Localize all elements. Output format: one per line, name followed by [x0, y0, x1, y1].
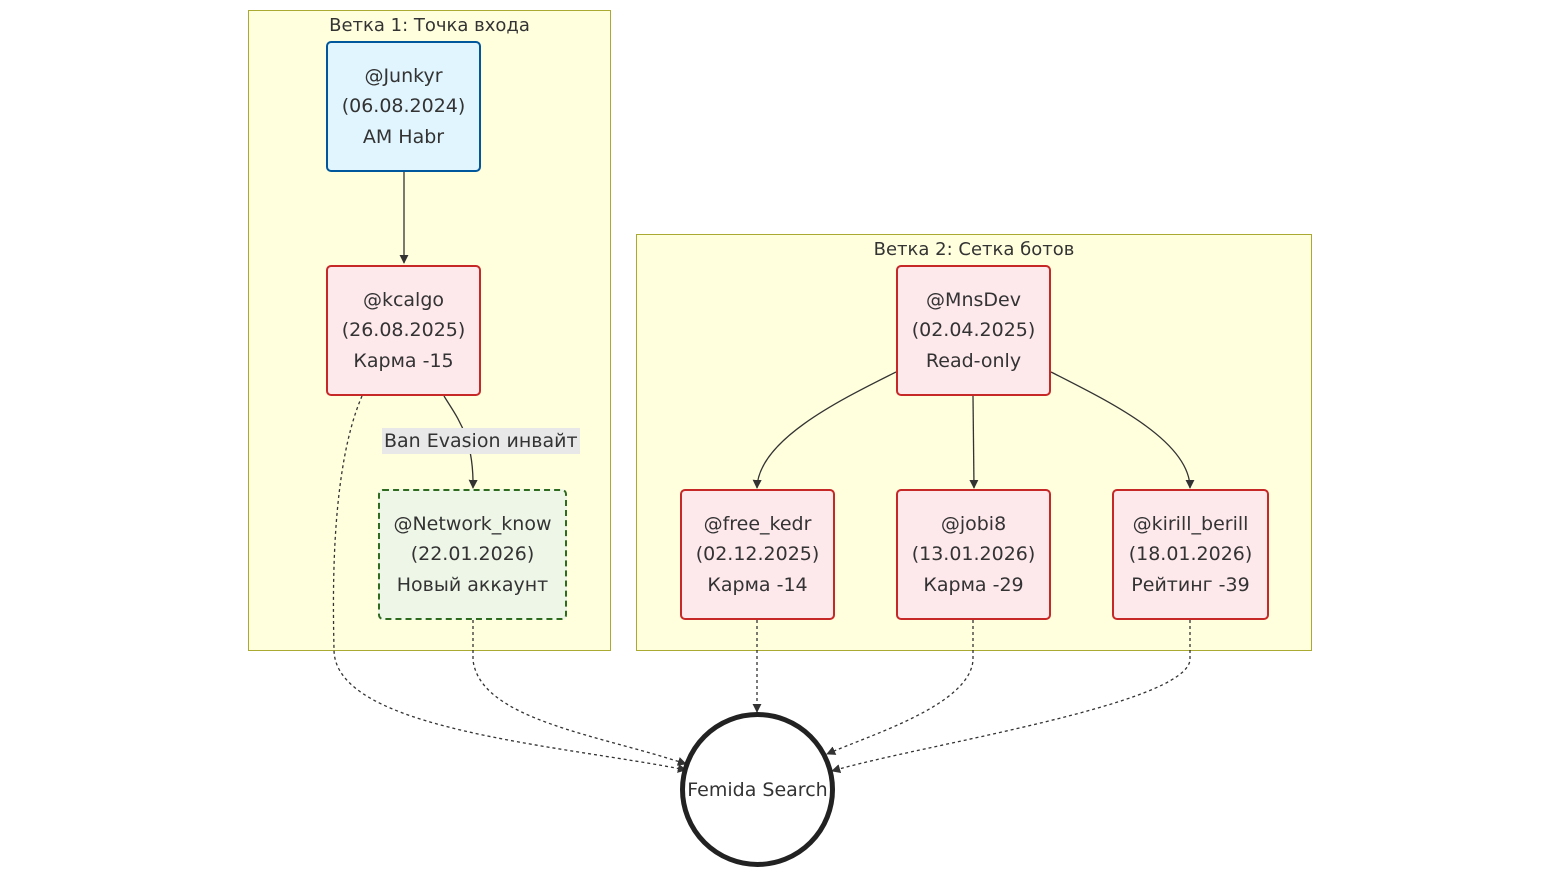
node-network-know[interactable]: @Network_know (22.01.2026) Новый аккаунт	[378, 489, 567, 620]
node-free-kedr[interactable]: @free_kedr (02.12.2025) Карма -14	[680, 489, 835, 620]
edge-label-ban-evasion: Ban Evasion инвайт	[382, 428, 580, 454]
node-jobi8[interactable]: @jobi8 (13.01.2026) Карма -29	[896, 489, 1051, 620]
cluster-branch-1-title: Ветка 1: Точка входа	[329, 15, 530, 36]
node-jobi8-handle: @jobi8	[940, 512, 1007, 535]
node-kirill-berill-note: Рейтинг -39	[1131, 573, 1250, 596]
node-jobi8-date: (13.01.2026)	[911, 543, 1036, 566]
node-junkyr[interactable]: @Junkyr (06.08.2024) AM Habr	[326, 41, 481, 172]
node-junkyr-handle: @Junkyr	[364, 64, 443, 87]
node-free-kedr-date: (02.12.2025)	[695, 543, 820, 566]
node-junkyr-note: AM Habr	[362, 125, 445, 148]
node-kcalgo[interactable]: @kcalgo (26.08.2025) Карма -15	[326, 265, 481, 396]
node-kirill-berill-handle: @kirill_berill	[1132, 512, 1249, 535]
node-network-know-note: Новый аккаунт	[396, 573, 549, 596]
node-femida-search[interactable]: Femida Search	[680, 712, 835, 867]
node-free-kedr-handle: @free_kedr	[703, 512, 812, 535]
node-kcalgo-handle: @kcalgo	[362, 288, 445, 311]
node-kcalgo-date: (26.08.2025)	[341, 319, 466, 342]
node-mnsdev-note: Read-only	[925, 349, 1022, 372]
node-jobi8-note: Карма -29	[923, 573, 1024, 596]
node-femida-search-label: Femida Search	[687, 778, 828, 801]
node-junkyr-date: (06.08.2024)	[341, 95, 466, 118]
node-kcalgo-note: Карма -15	[353, 349, 454, 372]
cluster-branch-2-title: Ветка 2: Сетка ботов	[873, 239, 1075, 260]
node-kirill-berill-date: (18.01.2026)	[1128, 543, 1253, 566]
node-mnsdev[interactable]: @MnsDev (02.04.2025) Read-only	[896, 265, 1051, 396]
node-free-kedr-note: Карма -14	[707, 573, 808, 596]
node-network-know-handle: @Network_know	[393, 512, 552, 535]
node-kirill-berill[interactable]: @kirill_berill (18.01.2026) Рейтинг -39	[1112, 489, 1269, 620]
node-network-know-date: (22.01.2026)	[410, 543, 535, 566]
node-mnsdev-handle: @MnsDev	[926, 288, 1021, 311]
node-mnsdev-date: (02.04.2025)	[911, 319, 1036, 342]
